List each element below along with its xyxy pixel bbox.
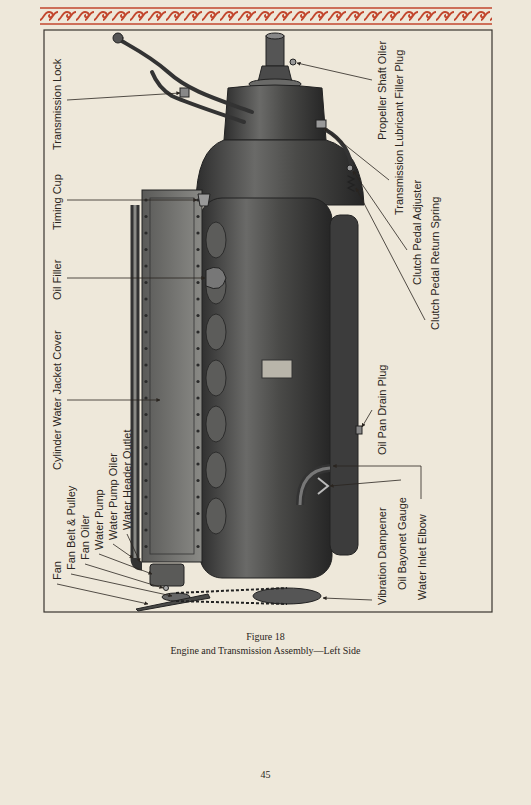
part-label: Oil Filler bbox=[50, 260, 64, 300]
water-inlet-elbow bbox=[300, 468, 330, 505]
shaft-oiler bbox=[290, 59, 296, 65]
part-label: Water Inlet Elbow bbox=[415, 514, 429, 600]
part-label: Fan bbox=[50, 561, 64, 580]
figure-number: Figure 18 bbox=[0, 630, 531, 643]
transmission-case bbox=[224, 85, 326, 140]
name-plate bbox=[262, 360, 292, 378]
part-label: Clutch Pedal Adjuster bbox=[410, 180, 424, 285]
part-label: Oil Bayonet Gauge bbox=[395, 497, 409, 590]
water-pump bbox=[150, 564, 184, 586]
crankcase bbox=[200, 198, 332, 578]
bayonet-gauge bbox=[318, 478, 328, 494]
propeller-shaft bbox=[249, 33, 301, 89]
oil-pan bbox=[330, 215, 358, 555]
decorative-band bbox=[40, 8, 492, 24]
leader-lines bbox=[57, 63, 425, 604]
fan-oiler bbox=[164, 586, 169, 591]
cylinder-ports bbox=[206, 222, 226, 534]
vibration-dampener bbox=[253, 588, 321, 604]
part-label: Vibration Dampener bbox=[375, 507, 389, 605]
oil-filler-cap bbox=[206, 267, 226, 288]
part-label: Timing Cup bbox=[50, 174, 64, 230]
cover-bolts bbox=[144, 198, 199, 548]
part-label: Clutch Pedal Return Spring bbox=[428, 197, 442, 330]
transmission-lock bbox=[180, 88, 189, 97]
control-levers bbox=[113, 33, 354, 191]
timing-cup bbox=[198, 194, 210, 206]
bell-housing bbox=[196, 140, 364, 205]
part-label: Water Pump Oiler bbox=[106, 453, 120, 540]
drain-plug bbox=[356, 426, 362, 434]
part-label: Transmission Lock bbox=[50, 59, 64, 150]
part-label: Oil Pan Drain Plug bbox=[375, 365, 389, 456]
figure-frame bbox=[44, 30, 492, 612]
part-label: Propeller Shaft Oiler bbox=[375, 41, 389, 140]
part-label: Fan Belt & Pulley bbox=[64, 486, 78, 570]
filler-plug bbox=[316, 120, 326, 128]
figure-caption: Engine and Transmission Assembly—Left Si… bbox=[0, 644, 531, 657]
part-label: Water Header Outlet bbox=[120, 430, 134, 530]
part-label: Cylinder Water Jacket Cover bbox=[50, 330, 64, 470]
water-jacket-cover bbox=[142, 190, 202, 562]
fan-belt bbox=[176, 588, 287, 604]
page-number: 45 bbox=[0, 768, 531, 781]
part-label: Transmission Lubricant Filler Plug bbox=[392, 50, 406, 215]
part-label: Fan Oiler bbox=[78, 515, 92, 560]
part-label: Water Pump bbox=[92, 489, 106, 550]
